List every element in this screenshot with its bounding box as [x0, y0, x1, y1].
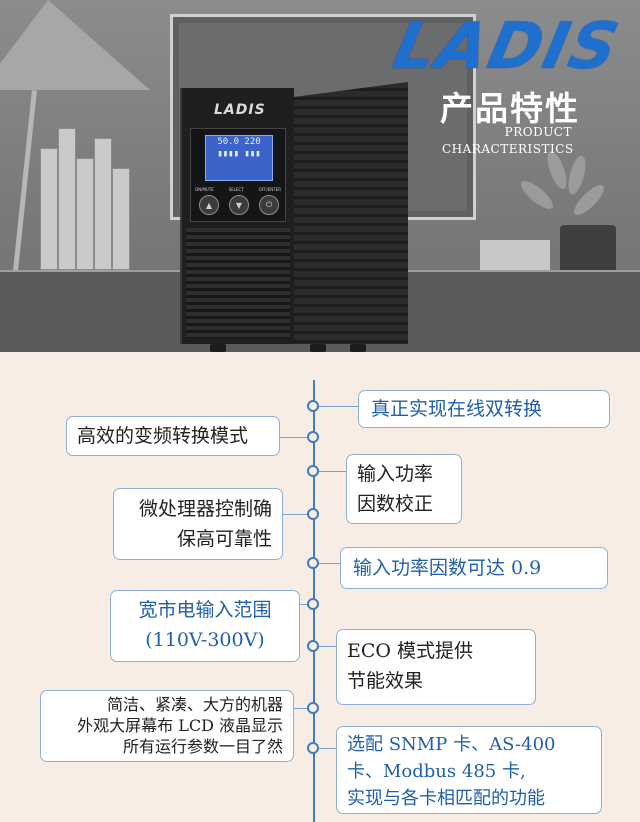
connector — [318, 748, 336, 749]
timeline-dot — [307, 465, 319, 477]
brand-logo-text: LADIS — [387, 10, 627, 84]
feature-text: (110V-300V) — [145, 629, 265, 651]
feature-text: 实现与各卡相匹配的功能 — [347, 788, 545, 809]
off-enter-label: OFF/ENTER — [258, 187, 281, 192]
hero-banner: LADIS 50.0 220 ▮▮▮▮ ▮▮▮ ON/MUTE SELECT O… — [0, 0, 640, 352]
feature-microprocessor-control: 微处理器控制确 保高可靠性 — [113, 488, 283, 560]
brand-logo: LADIS — [387, 10, 626, 84]
timeline-dot — [307, 431, 319, 443]
on-mute-label: ON/MUTE — [195, 187, 214, 192]
ups-logo: LADIS — [214, 102, 266, 118]
connector — [283, 514, 308, 515]
subtitle-line-1: PRODUCT — [504, 125, 572, 139]
connector — [318, 471, 346, 472]
books-stack — [40, 120, 150, 270]
feature-text: 选配 SNMP 卡、AS-400 — [347, 734, 556, 755]
lcd-readout: 50.0 220 — [217, 137, 261, 147]
ups-lcd-screen: 50.0 220 ▮▮▮▮ ▮▮▮ — [205, 135, 273, 181]
power-icon: ⏻ — [259, 195, 279, 215]
feature-text: 外观大屏幕布 LCD 液晶显示 — [77, 716, 283, 735]
feature-power-factor-0-9: 输入功率因数可达 0.9 — [340, 547, 608, 589]
connector — [318, 406, 358, 407]
up-arrow-icon: ▲ — [199, 195, 219, 215]
feature-text: 微处理器控制确 — [138, 498, 272, 520]
feature-lcd-display: 简洁、紧凑、大方的机器 外观大屏幕布 LCD 液晶显示 所有运行参数一目了然 — [40, 690, 294, 762]
lcd-bars: ▮▮▮▮ ▮▮▮ — [217, 149, 261, 159]
feature-text: 节能效果 — [347, 670, 424, 692]
ups-buttons: ▲ ▼ ⏻ — [199, 195, 279, 215]
timeline-dot — [307, 598, 319, 610]
ups-side-panel — [288, 82, 408, 344]
timeline-dot — [307, 508, 319, 520]
feature-text: 保高可靠性 — [176, 528, 272, 550]
feature-text: 真正实现在线双转换 — [371, 398, 543, 420]
feature-text: 因数校正 — [357, 493, 434, 515]
feature-wide-input-range: 宽市电输入范围 (110V-300V) — [110, 590, 300, 662]
ups-button-labels: ON/MUTE SELECT OFF/ENTER — [195, 187, 281, 192]
feature-text: 高效的变频转换模式 — [77, 425, 249, 447]
ups-front-panel: LADIS 50.0 220 ▮▮▮▮ ▮▮▮ ON/MUTE SELECT O… — [180, 88, 294, 344]
feature-text: 宽市电输入范围 — [138, 599, 272, 621]
feature-text: 所有运行参数一目了然 — [122, 737, 283, 756]
connector — [300, 604, 308, 605]
ups-product-image: LADIS 50.0 220 ▮▮▮▮ ▮▮▮ ON/MUTE SELECT O… — [180, 82, 420, 352]
feature-online-double-conversion: 真正实现在线双转换 — [358, 390, 610, 428]
feature-text: 简洁、紧凑、大方的机器 — [106, 695, 283, 714]
feature-power-factor-correction: 输入功率 因数校正 — [346, 454, 462, 524]
feature-text: 输入功率 — [357, 463, 434, 485]
connector — [294, 708, 308, 709]
connector — [318, 646, 336, 647]
timeline-dot — [307, 702, 319, 714]
down-arrow-icon: ▼ — [229, 195, 249, 215]
feature-text: ECO 模式提供 — [347, 640, 474, 662]
ups-feet — [200, 344, 390, 352]
feature-optional-cards: 选配 SNMP 卡、AS-400 卡、Modbus 485 卡, 实现与各卡相匹… — [336, 726, 602, 814]
timeline-dot — [307, 400, 319, 412]
select-label: SELECT — [228, 187, 244, 192]
ups-control-panel: 50.0 220 ▮▮▮▮ ▮▮▮ ON/MUTE SELECT OFF/ENT… — [190, 128, 286, 222]
timeline-dot — [307, 557, 319, 569]
feature-text: 卡、Modbus 485 卡, — [347, 761, 526, 782]
timeline-dot — [307, 742, 319, 754]
page-subtitle: PRODUCT CHARACTERISTICS — [442, 124, 574, 158]
connector — [318, 563, 340, 564]
feature-text: 输入功率因数可达 0.9 — [353, 557, 542, 579]
ups-vents — [186, 228, 290, 338]
subtitle-line-2: CHARACTERISTICS — [442, 142, 574, 156]
connector — [280, 437, 308, 438]
page-title: 产品特性 — [440, 89, 580, 128]
feature-frequency-conversion: 高效的变频转换模式 — [66, 416, 280, 456]
timeline-dot — [307, 640, 319, 652]
feature-eco-mode: ECO 模式提供 节能效果 — [336, 629, 536, 705]
